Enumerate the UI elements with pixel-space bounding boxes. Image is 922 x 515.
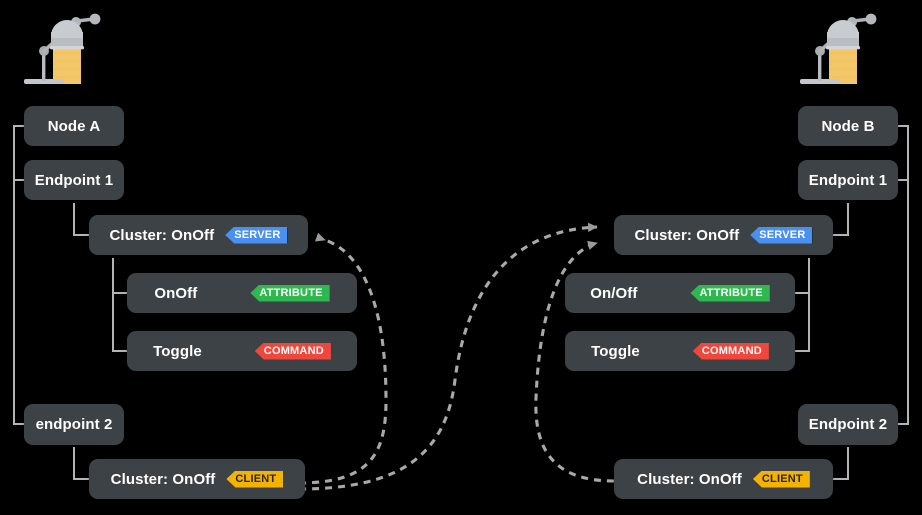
server-badge: SERVER [750,226,813,244]
right-attribute-label: On/Off [590,284,638,302]
left-endpoint-1-label: Endpoint 1 [34,171,114,189]
flow-left-client-to-right-server [298,222,598,491]
left-endpoint-2-label: endpoint 2 [35,416,113,433]
right-cluster-to-command [795,293,810,352]
left-cluster-client-label: Cluster: OnOff [110,470,216,488]
right-endpoint-2-label: Endpoint 2 [808,416,888,433]
client-badge: CLIENT [752,470,810,488]
left-cluster-server-label: Cluster: OnOff [109,226,215,244]
left-spine [13,125,24,425]
left-cluster-to-command [112,293,127,352]
node-b-box[interactable]: Node B [798,106,898,146]
flow-right-client-to-right-server [534,240,615,483]
right-ep2-to-cluster [833,447,849,480]
desk-lamp-icon [800,13,877,84]
right-command-label: Toggle [591,342,640,360]
right-command-toggle-row[interactable]: Toggle COMMAND [565,331,795,371]
client-badge: CLIENT [226,470,284,488]
node-a-label: Node A [47,117,101,135]
command-badge: COMMAND [692,342,769,360]
right-cluster-client-label: Cluster: OnOff [637,470,742,488]
left-endpoint1-cluster-onoff-server[interactable]: Cluster: OnOff SERVER [89,215,308,255]
command-badge: COMMAND [254,342,331,360]
server-badge: SERVER [225,226,288,244]
right-spine [898,125,909,425]
node-b-label: Node B [821,117,875,135]
left-command-toggle-row[interactable]: Toggle COMMAND [127,331,357,371]
right-endpoint2-cluster-onoff-client[interactable]: Cluster: OnOff CLIENT [614,459,833,499]
right-cluster-server-label: Cluster: OnOff [634,226,740,244]
left-attribute-label: OnOff [154,284,198,302]
left-ep1-to-cluster [73,203,89,236]
attribute-badge: ATTRIBUTE [250,284,330,302]
left-endpoint-2-box[interactable]: endpoint 2 [24,404,124,445]
left-endpoint-1-box[interactable]: Endpoint 1 [24,160,124,200]
flow-left-client-to-left-server [298,232,388,485]
node-a-box[interactable]: Node A [24,106,124,146]
right-endpoint-1-box[interactable]: Endpoint 1 [798,160,898,200]
right-ep1-to-cluster [833,203,849,236]
right-attribute-onoff-row[interactable]: On/Off ATTRIBUTE [565,273,795,313]
desk-lamp-icon [24,13,101,84]
left-endpoint2-cluster-onoff-client[interactable]: Cluster: OnOff CLIENT [89,459,305,499]
right-endpoint-1-label: Endpoint 1 [808,171,888,189]
left-attribute-onoff-row[interactable]: OnOff ATTRIBUTE [127,273,357,313]
left-command-label: Toggle [153,342,202,360]
right-endpoint1-cluster-onoff-server[interactable]: Cluster: OnOff SERVER [614,215,833,255]
right-endpoint-2-box[interactable]: Endpoint 2 [798,404,898,445]
attribute-badge: ATTRIBUTE [690,284,770,302]
left-ep2-to-cluster [73,447,89,480]
